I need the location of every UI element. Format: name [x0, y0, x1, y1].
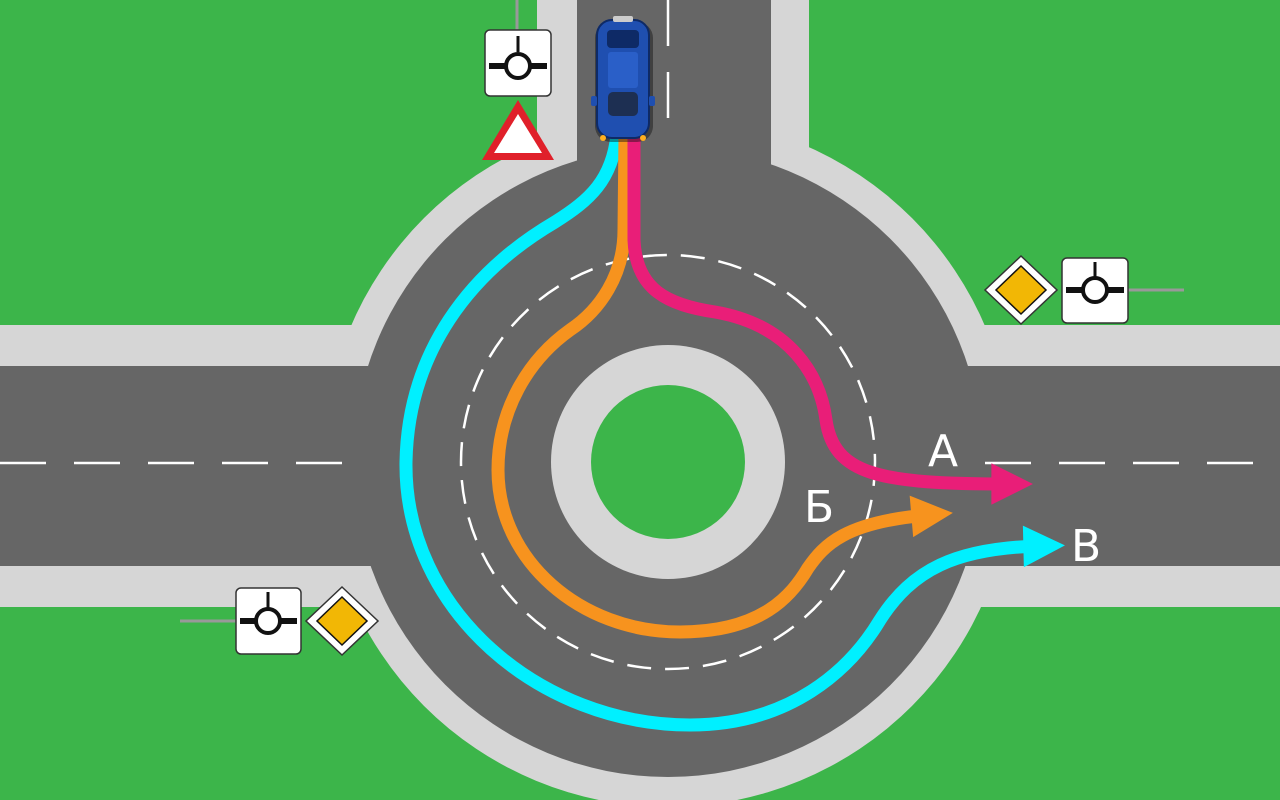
route-v-label: В: [1071, 521, 1101, 572]
route-a-path: [627, 128, 1033, 505]
route-b-label: Б: [804, 482, 834, 533]
route-b-path: [491, 128, 953, 639]
route-v-path: [399, 128, 1065, 732]
route-a-label: А: [928, 426, 958, 477]
car: [591, 16, 655, 142]
island-grass: [591, 385, 745, 539]
lane-markings: [0, 0, 1280, 671]
roundabout-sign-left: [180, 587, 302, 655]
roundabout-sign-right: [1061, 257, 1129, 324]
priority-road-sign-left: [304, 585, 380, 657]
priority-road-sign-right: [983, 254, 1184, 326]
roundabout-sign-top: [484, 0, 552, 97]
yield-sign-icon: [482, 100, 554, 160]
